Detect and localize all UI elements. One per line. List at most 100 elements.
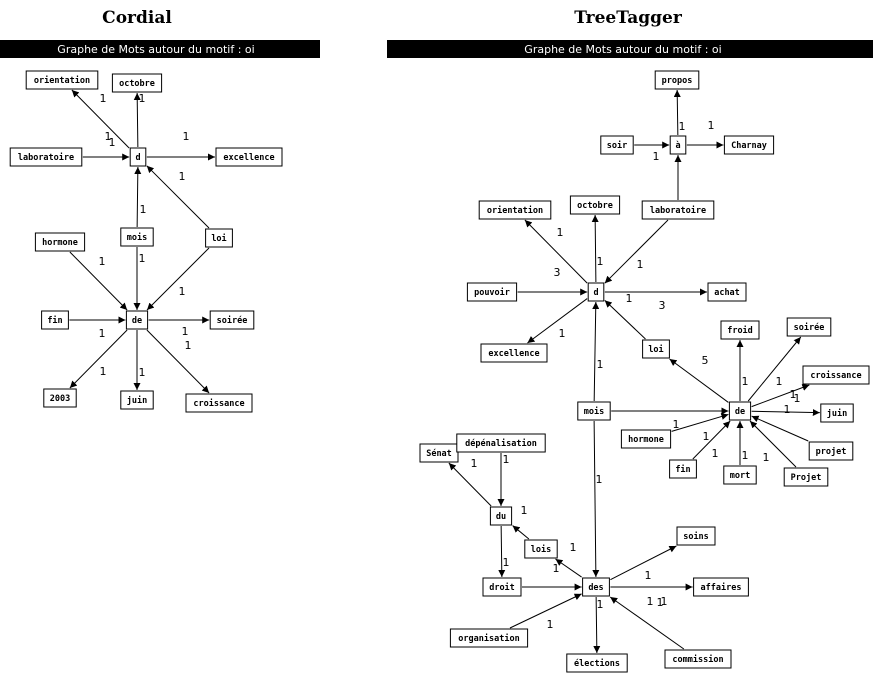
edge-du-to-droit [498, 525, 506, 578]
node-box [125, 310, 149, 330]
node-d: d [587, 282, 605, 302]
node-box [723, 135, 775, 155]
node-soir: soir [600, 135, 634, 155]
edge-weight: 1 [653, 150, 660, 163]
node-propos: propos [654, 70, 700, 90]
edge-laboratoire-to-d [604, 219, 669, 284]
node-soins: soins [676, 526, 716, 546]
edge-weight: 1 [179, 170, 186, 183]
node-label: soirée [217, 315, 248, 326]
node-commission: commission [664, 649, 732, 669]
extra-weight-label: 1 [657, 596, 664, 609]
node-label: mois [127, 232, 147, 243]
node-label: propos [662, 76, 693, 86]
node-box [9, 147, 83, 167]
node-label: de [735, 407, 745, 417]
edge-weight: 1 [784, 403, 791, 416]
node-de: de [728, 401, 752, 421]
node-label: dépénalisation [465, 438, 537, 449]
node-fin: fin [41, 310, 69, 330]
edge-mois-to-d [134, 166, 142, 228]
node-label: loi [211, 233, 226, 244]
edge-weight: 5 [702, 354, 709, 367]
edge-de-to-croissance [751, 384, 810, 408]
edge-weight: 1 [742, 375, 749, 388]
edge-weight: 1 [647, 595, 654, 608]
edge-des-to-soins [610, 545, 677, 581]
edge-Projet-to-de [749, 420, 797, 468]
edge-weight: 1 [105, 130, 112, 143]
edge-fin-to-de [692, 420, 731, 460]
node-box [669, 135, 687, 155]
edge-weight: 1 [597, 598, 604, 611]
node-box [209, 310, 255, 330]
node-box [642, 339, 670, 359]
extra-weight-label: 1 [794, 392, 801, 405]
node-label: orientation [34, 75, 90, 86]
extra-weight-label: 1 [109, 136, 116, 149]
edge-loi-to-d [604, 299, 646, 340]
node-box [419, 443, 459, 463]
edge-weight: 1 [645, 569, 652, 582]
treetagger-panel: TreeTagger Graphe de Mots autour du moti… [387, 8, 873, 673]
node-box [480, 343, 548, 363]
treetagger-title: TreeTagger [574, 8, 683, 28]
edge-du-to-senat [448, 462, 492, 507]
edge-organisation-to-des [509, 593, 582, 629]
edge-d-to-octobre [133, 92, 141, 148]
treetagger-header-text: Graphe de Mots autour du motif : oi [524, 43, 721, 56]
edge-weight: 1 [597, 255, 604, 268]
edge-weight: 1 [673, 418, 680, 431]
edge-des-to-lois [555, 558, 582, 578]
node-label: fin [47, 315, 62, 326]
node-box [620, 429, 672, 449]
node-label: hormone [42, 238, 78, 248]
node-box [654, 70, 700, 90]
edge-d-to-octobre [591, 214, 599, 283]
node-croissance: croissance [802, 365, 870, 385]
edge-weight: 1 [471, 457, 478, 470]
node-organisation: organisation [449, 628, 529, 648]
node-box [707, 282, 747, 302]
node-label: élections [574, 658, 620, 669]
node-soiree: soirée [786, 317, 832, 337]
edge-weight: 1 [139, 252, 146, 265]
node-box [478, 200, 552, 220]
cordial-title: Cordial [102, 8, 172, 28]
edge-weight: 1 [742, 449, 749, 462]
extra-weight-label: 1 [185, 339, 192, 352]
node-label: pouvoir [474, 287, 510, 298]
node-box [641, 200, 715, 220]
node-juin: juin [120, 390, 154, 410]
edge-d-to-orientation [524, 219, 588, 284]
node-box [820, 403, 854, 423]
node-label: du [496, 512, 506, 522]
edge-weight: 1 [712, 447, 719, 460]
node-fin: fin [669, 459, 697, 479]
node-box [524, 539, 558, 559]
node-box [569, 195, 621, 215]
edge-weight: 3 [659, 299, 666, 312]
node-label: froid [727, 325, 753, 336]
node-box [566, 653, 628, 673]
node-box [664, 649, 732, 669]
edge-loi-to-de [146, 247, 210, 311]
node-box [587, 282, 605, 302]
node-box [41, 310, 69, 330]
node-laboratoire: laboratoire [641, 200, 715, 220]
edge-weight: 1 [553, 562, 560, 575]
node-orientation: orientation [478, 200, 552, 220]
edge-weight: 1 [503, 556, 510, 569]
node-label: commission [672, 654, 723, 665]
edge-weight: 1 [99, 255, 106, 268]
cordial-panel: Cordial Graphe de Mots autour du motif :… [0, 8, 320, 413]
node-box [466, 282, 518, 302]
node-excellence: excellence [480, 343, 548, 363]
edge-weight: 1 [182, 325, 189, 338]
node-label: juin [127, 395, 147, 406]
node-box [120, 227, 154, 247]
node-hormone: hormone [620, 429, 672, 449]
node-hormone: hormone [34, 232, 86, 252]
edge-weight: 1 [100, 365, 107, 378]
